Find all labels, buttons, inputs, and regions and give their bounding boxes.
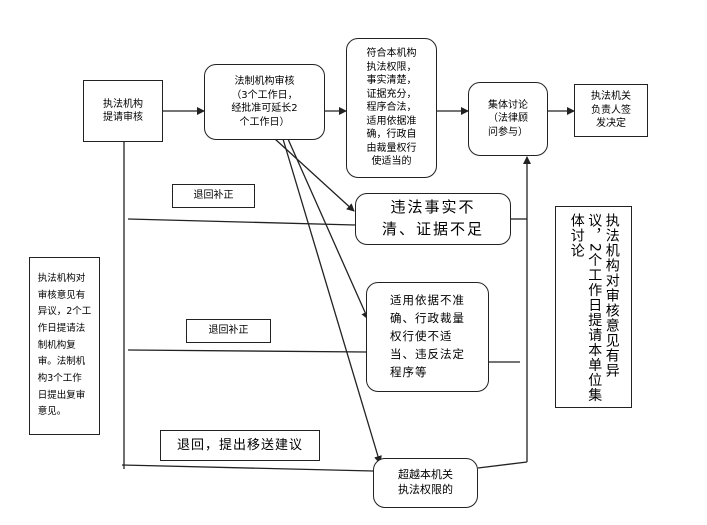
node-head-signs-decision-text: 执法机关 负责人签 发决定 — [591, 91, 631, 130]
arrow-review-to-facts — [274, 138, 355, 212]
node-beyond-authority: 超越本机关 执法权限的 — [373, 458, 478, 508]
node-objection-left-text: 执法机构对 审核意见有 异议，2个工 作日提请法 制机构复 审。法制机 构3个工… — [37, 273, 92, 418]
node-facts-unclear-text: 违法事实不 清、证据不足 — [381, 198, 484, 238]
label-return-correction-2-text: 退回补正 — [208, 325, 249, 337]
node-collective-discussion-text: 集体讨论 （法律顾 问参与） — [488, 99, 528, 138]
node-legal-review-text: 法制机构审核 （3个工作日， 经批准可延长2 个工作日） — [231, 76, 298, 128]
node-enforcement-apply-text: 执法机构 提请审核 — [103, 98, 143, 124]
node-enforcement-apply: 执法机构 提请审核 — [83, 80, 163, 142]
line-facts-return — [127, 218, 356, 226]
node-objection-right-text: 执法机构对审核意见有异议，2个工作日提请本单位集体讨论 — [568, 213, 620, 403]
label-return-correction-2: 退回补正 — [186, 319, 271, 343]
node-return-transfer: 退回，提出移送建议 — [160, 430, 320, 461]
node-objection-left: 执法机构对 审核意见有 异议，2个工 作日提请法 制机构复 审。法制机 构3个工… — [29, 257, 100, 435]
node-head-signs-decision: 执法机关 负责人签 发决定 — [574, 84, 648, 137]
node-improper-basis-text: 适用依据不准 确、行政裁量 权行使不适 当、违反法定 程序等 — [390, 293, 465, 379]
node-facts-unclear: 违法事实不 清、证据不足 — [355, 193, 511, 245]
node-objection-right: 执法机构对审核意见有异议，2个工作日提请本单位集体讨论 — [555, 206, 632, 408]
label-return-correction-1: 退回补正 — [172, 184, 255, 208]
label-return-correction-1-text: 退回补正 — [193, 190, 234, 202]
line-beyond-right — [477, 461, 528, 469]
arrow-review-to-improper — [287, 138, 369, 320]
node-improper-basis: 适用依据不准 确、行政裁量 权行使不适 当、违反法定 程序等 — [366, 282, 489, 392]
node-legal-review: 法制机构审核 （3个工作日， 经批准可延长2 个工作日） — [204, 64, 325, 140]
node-return-transfer-text: 退回，提出移送建议 — [176, 437, 303, 453]
node-conditions-text: 符合本机构 执法权限， 事实清楚， 证据充分， 程序合法， 适用依据准 确，行政… — [366, 48, 417, 168]
node-conditions: 符合本机构 执法权限， 事实清楚， 证据充分， 程序合法， 适用依据准 确，行政… — [346, 38, 437, 178]
line-beyond-return — [121, 464, 374, 472]
node-beyond-authority-text: 超越本机关 执法权限的 — [398, 468, 453, 496]
line-improper-return — [127, 349, 367, 353]
arrow-review-to-beyond — [282, 138, 382, 464]
node-collective-discussion: 集体讨论 （法律顾 问参与） — [468, 82, 548, 156]
